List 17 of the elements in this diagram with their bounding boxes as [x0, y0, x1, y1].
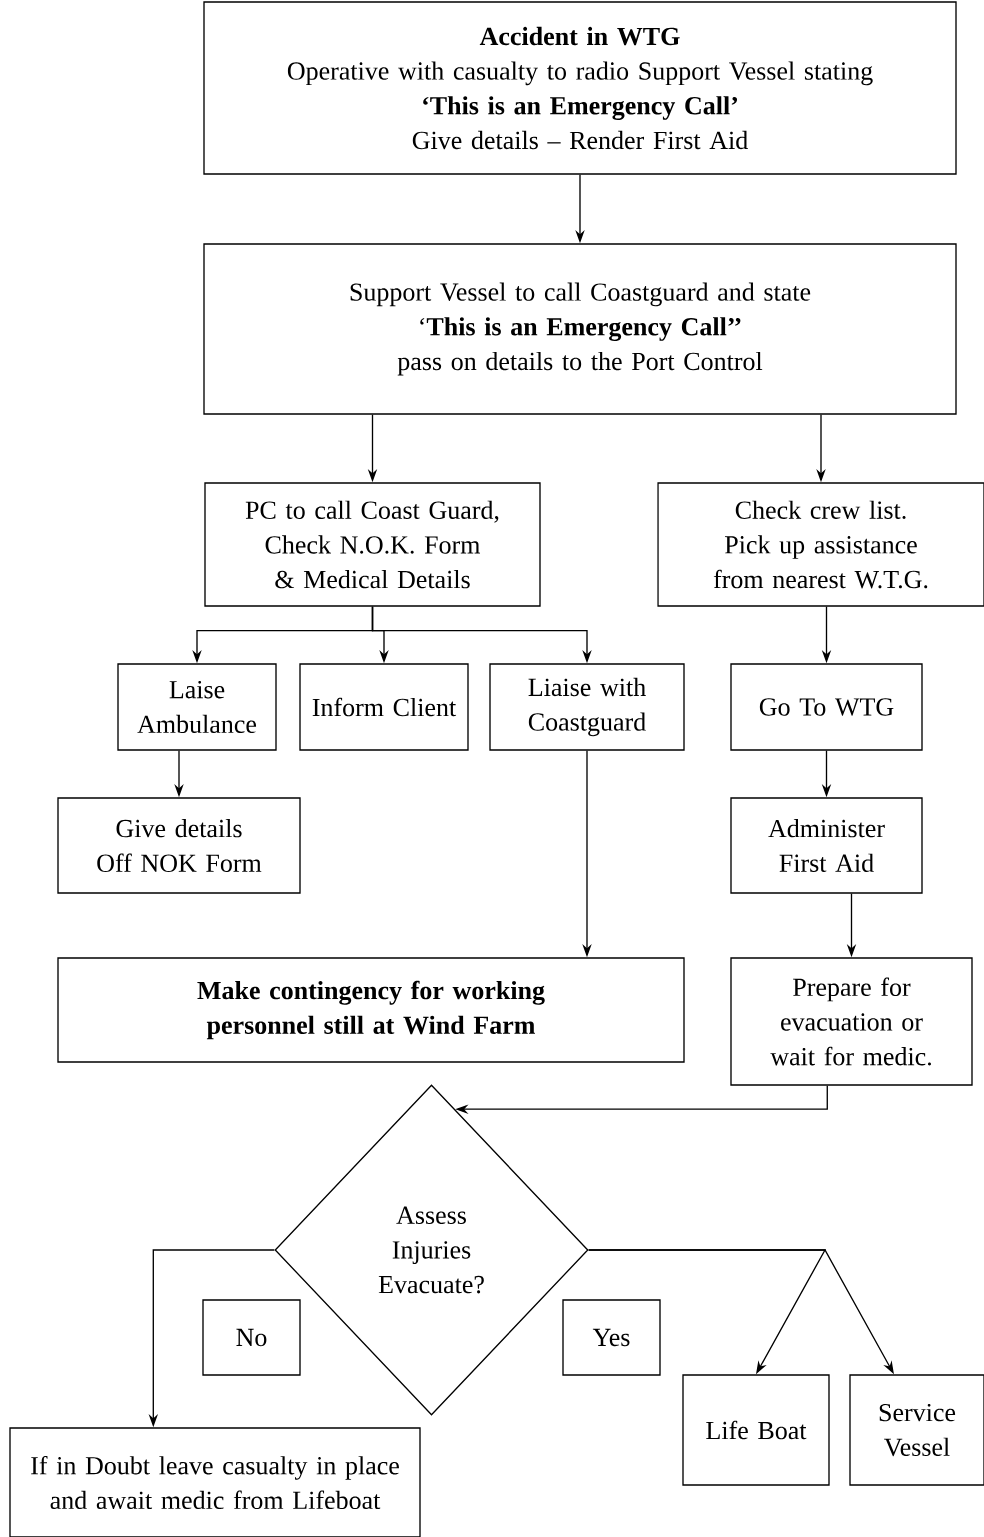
process-box: If in Doubt leave casualty in place and await medic from Lifeboat [9, 1427, 421, 1537]
process-box: Laise Ambulance [117, 663, 277, 751]
process-box: Give details Off NOK Form [57, 797, 301, 894]
process-box: Inform Client [299, 663, 469, 751]
process-box: Administer First Aid [730, 797, 923, 894]
process-box: Liaise with Coastguard [489, 663, 685, 751]
process-box: Go To WTG [730, 663, 923, 751]
answer-label: No [202, 1299, 301, 1376]
process-box: Make contingency for working personnel still at Wind Farm [57, 957, 685, 1063]
process-box: Service Vessel [849, 1374, 984, 1486]
process-box: Check crew list. Pick up assistance from nearest W.T.G. [657, 482, 984, 607]
process-box: Accident in WTG Operative with casualty to radio Support Vessel stating ‘This is an Emergency Call’ Give details – Render First Aid [203, 1, 957, 175]
process-box: Support Vessel to call Coastguard and state ‘This is an Emergency Call’’ pass on details to the Port Control [203, 243, 957, 415]
process-box: PC to call Coast Guard, Check N.O.K. Form & Medical Details [204, 482, 541, 607]
process-box: Prepare for evacuation or wait for medic. [730, 957, 973, 1086]
answer-label: Yes [562, 1299, 661, 1376]
process-box: Life Boat [682, 1374, 830, 1486]
